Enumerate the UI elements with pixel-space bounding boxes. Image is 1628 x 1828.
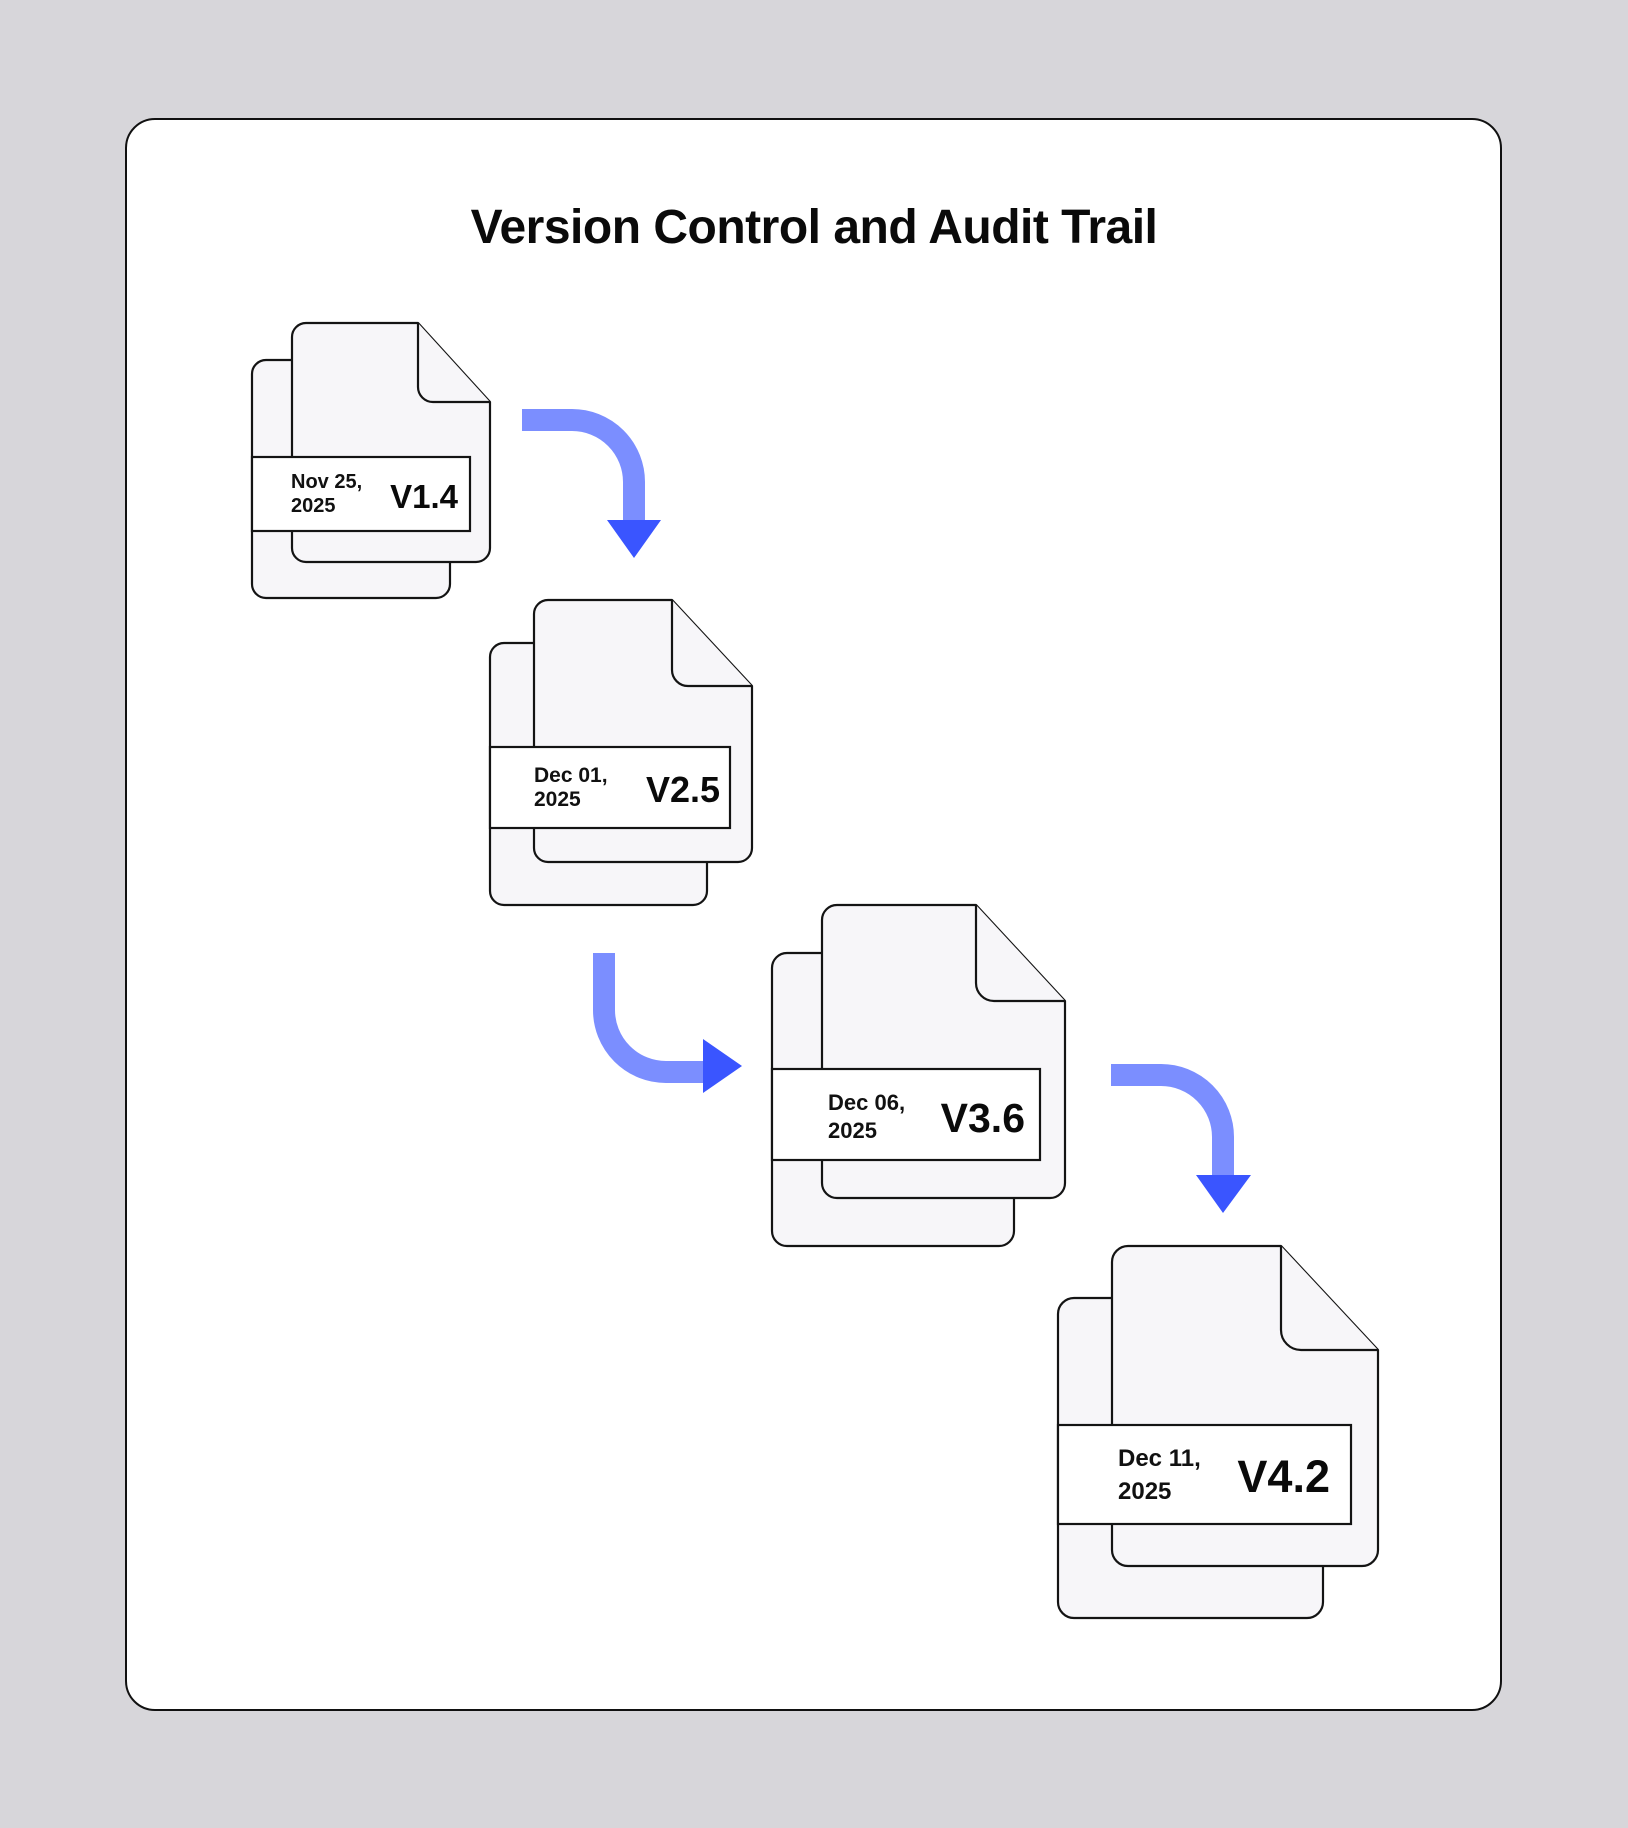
version-date-line2: 2025 xyxy=(828,1118,877,1143)
document-stack-v4[interactable]: Dec 11, 2025 V4.2 xyxy=(1056,1244,1380,1620)
curved-arrow-down-icon xyxy=(1111,1064,1234,1177)
curved-arrow-down-icon xyxy=(522,409,645,522)
version-date-line1: Dec 01, xyxy=(534,764,608,787)
document-stack-v2[interactable]: Dec 01, 2025 V2.5 xyxy=(488,598,754,907)
page-title: Version Control and Audit Trail xyxy=(470,201,1158,254)
version-date-line2: 2025 xyxy=(534,788,581,811)
arrow-head xyxy=(1196,1175,1251,1213)
document-fold xyxy=(1279,1246,1378,1352)
version-date-line1: Dec 11, xyxy=(1118,1445,1201,1472)
document-fold xyxy=(416,323,490,404)
version-label xyxy=(488,745,732,830)
version-date-line1: Dec 06, xyxy=(828,1090,905,1115)
arrow-head xyxy=(703,1039,742,1093)
version-date-line2: 2025 xyxy=(1118,1478,1171,1505)
version-number: V3.6 xyxy=(941,1095,1025,1141)
version-number: V2.5 xyxy=(646,769,720,810)
document-fold xyxy=(974,905,1065,1003)
version-label xyxy=(1056,1423,1353,1526)
arrow-1-2 xyxy=(522,409,661,558)
curved-arrow-right-icon xyxy=(593,953,704,1083)
version-date-line2: 2025 xyxy=(291,495,336,517)
version-number: V1.4 xyxy=(390,478,459,515)
version-label xyxy=(770,1067,1042,1162)
arrow-3-4 xyxy=(1111,1064,1251,1213)
version-date-line1: Nov 25, xyxy=(291,471,362,493)
arrow-head xyxy=(607,520,661,558)
arrow-2-3 xyxy=(593,953,742,1093)
document-stack-v1[interactable]: Nov 25, 2025 V1.4 xyxy=(250,321,492,600)
version-number: V4.2 xyxy=(1237,1451,1330,1502)
document-stack-v3[interactable]: Dec 06, 2025 V3.6 xyxy=(770,903,1067,1248)
document-fold xyxy=(670,600,752,688)
version-label xyxy=(250,455,472,533)
